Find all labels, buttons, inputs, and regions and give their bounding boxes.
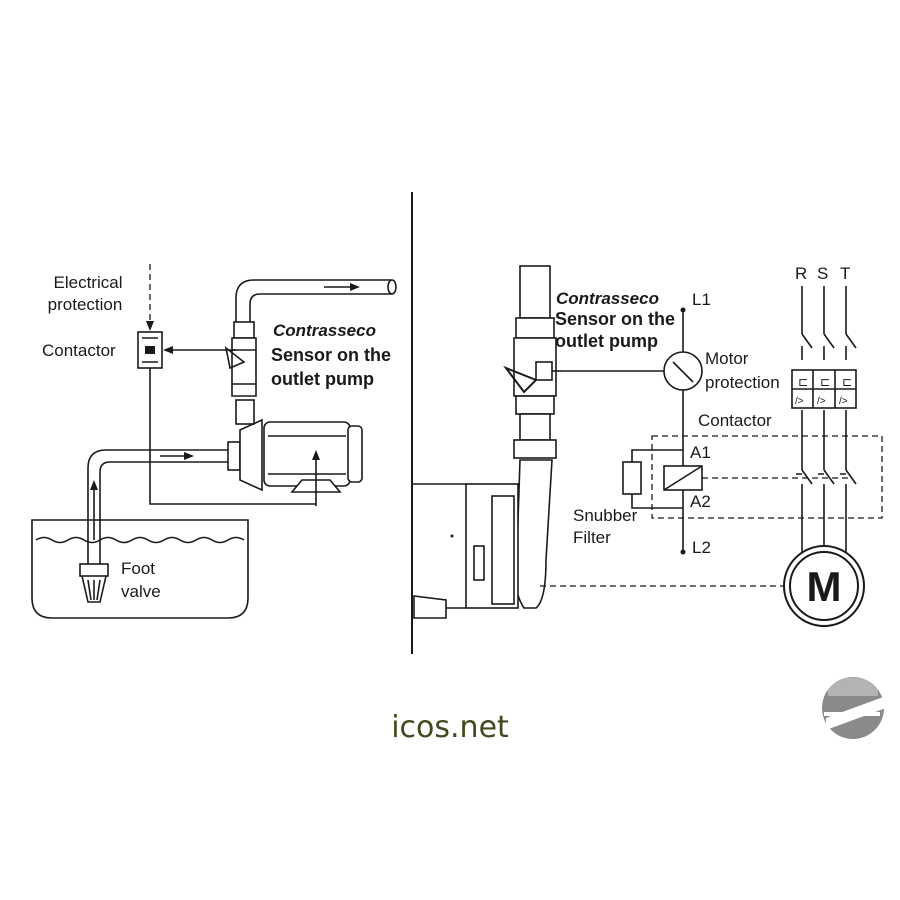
pump-volute-right — [515, 459, 553, 609]
contrasseco-sensor-icon — [513, 337, 557, 397]
arrowhead — [163, 346, 173, 354]
l2-label: L2 — [692, 538, 711, 557]
l1-label: L1 — [692, 290, 711, 309]
contactor-frame — [651, 435, 883, 519]
arrowhead — [350, 283, 360, 291]
electrical-protection-label-1: Electrical — [54, 273, 123, 292]
snubber-filter-icon — [622, 461, 642, 495]
phase-r-label: R — [795, 264, 807, 283]
water-surface — [35, 536, 245, 544]
a2-label: A2 — [690, 492, 711, 511]
motor-protection-label-2: protection — [705, 373, 780, 392]
svg-text:⊏: ⊏ — [798, 375, 808, 389]
pump-endcap — [347, 425, 363, 483]
discharge-pipe — [235, 279, 392, 322]
arrowhead — [184, 452, 194, 460]
suction-pipe — [87, 449, 232, 568]
electrical-protection-label-2: protection — [48, 295, 123, 314]
motor-protection-label-1: Motor — [705, 349, 749, 368]
sensor-desc-label-1: Sensor on the — [271, 345, 391, 365]
pump-volute — [239, 418, 263, 492]
pipe-end — [387, 279, 397, 295]
snubber-label-1: Snubber — [573, 506, 638, 525]
sensor-brand-label-right: Contrasseco — [556, 289, 659, 308]
contactor-label-right: Contactor — [698, 411, 772, 430]
water-tank — [31, 519, 249, 619]
pump-motor — [263, 421, 351, 487]
sensor-desc-right-2: outlet pump — [555, 331, 658, 351]
icos-logo-icon[interactable] — [822, 677, 886, 739]
sensor-desc-label-2: outlet pump — [271, 369, 374, 389]
svg-text:/>: /> — [839, 396, 848, 407]
arrowhead — [312, 450, 320, 460]
foot-valve-icon — [79, 563, 109, 577]
svg-text:⊏: ⊏ — [842, 375, 852, 389]
a1-label: A1 — [690, 443, 711, 462]
contactor-label: Contactor — [42, 341, 116, 360]
outlet-pipe — [519, 265, 551, 319]
phase-s-label: S — [817, 264, 828, 283]
motor-symbol: M — [807, 563, 842, 610]
foot-valve-label-2: valve — [121, 582, 161, 601]
arrowhead — [90, 480, 98, 490]
svg-text:/>: /> — [817, 396, 826, 407]
arrowhead — [146, 321, 154, 331]
discharge-fitting — [235, 399, 255, 425]
snubber-label-2: Filter — [573, 528, 611, 547]
sensor-brand-label: Contrasseco — [273, 321, 376, 340]
three-phase-lines — [796, 286, 857, 588]
right-wiring-diagram: ⊏ ⊏ ⊏ /> /> /> M Contrasseco Sensor on t… — [412, 264, 883, 627]
foot-valve-strainer — [81, 575, 107, 603]
phase-t-label: T — [840, 264, 850, 283]
pump-inlet-flange — [227, 441, 241, 471]
site-name[interactable]: icos.net — [391, 710, 509, 745]
pump-foot-right — [413, 595, 447, 619]
svg-text:/>: /> — [795, 396, 804, 407]
svg-text:⊏: ⊏ — [820, 375, 830, 389]
foot-valve-label-1: Foot — [121, 559, 155, 578]
sensor-desc-right-1: Sensor on the — [555, 309, 675, 329]
power-line — [149, 368, 316, 505]
left-installation-diagram: Electrical protection Contactor Contrass… — [31, 264, 397, 619]
contrasseco-sensor-icon — [231, 337, 257, 397]
